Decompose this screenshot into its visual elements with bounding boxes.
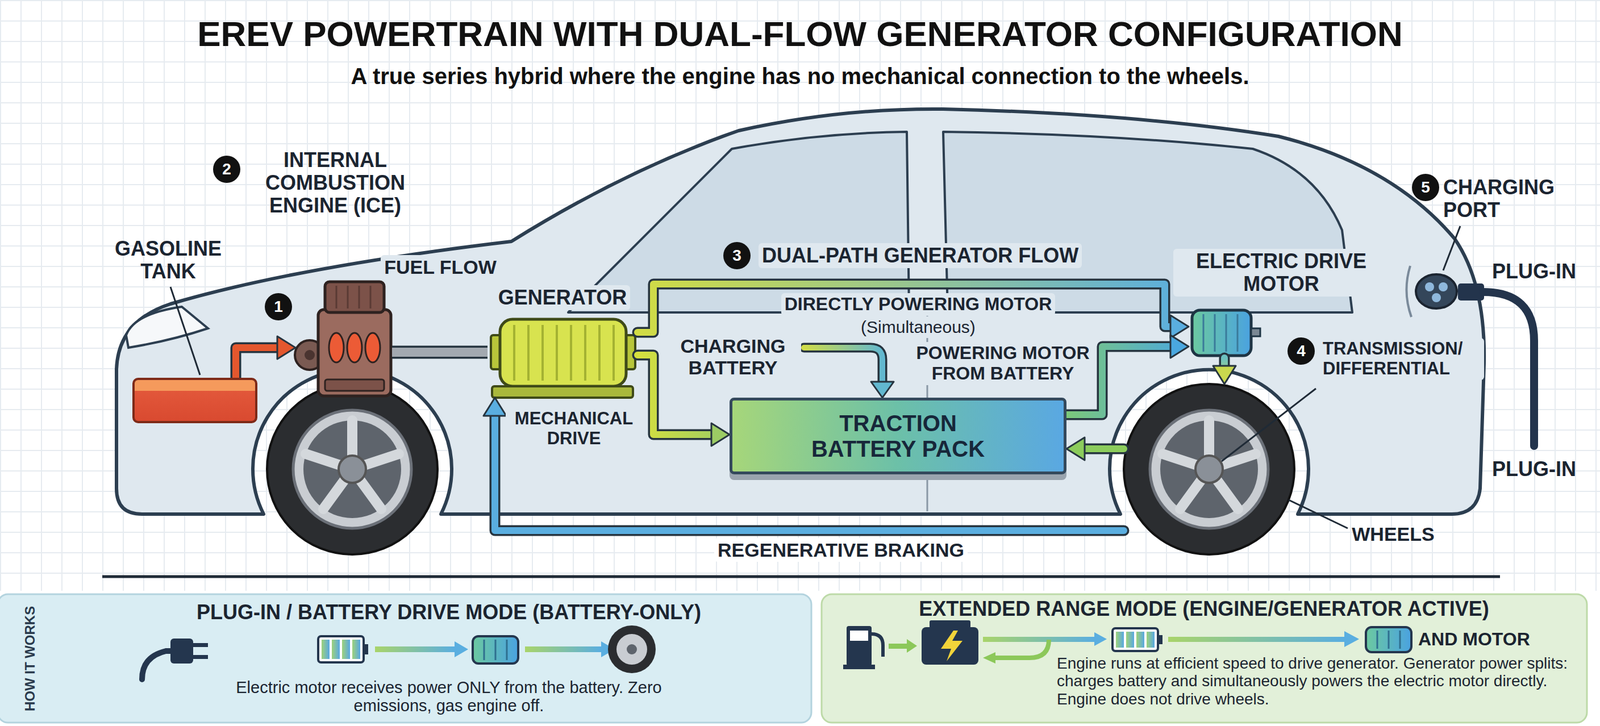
flow-connector bbox=[235, 336, 296, 378]
engine-drawing bbox=[294, 281, 391, 397]
panel-body: Engine runs at efficient speed to drive … bbox=[1056, 654, 1580, 708]
generator: GENERATOR bbox=[487, 315, 638, 398]
rear-wheel: WHEELS bbox=[1123, 384, 1295, 555]
arrow-head bbox=[1066, 437, 1085, 461]
node-label: CHARGING PORT bbox=[1443, 176, 1591, 223]
connector-line bbox=[392, 347, 488, 357]
part-label: (Simultaneous) bbox=[857, 316, 979, 339]
mode-panels bbox=[0, 594, 1587, 723]
panel-heading: PLUG-IN / BATTERY DRIVE MODE (BATTERY-ON… bbox=[196, 601, 702, 624]
panel-body: Electric motor receives power ONLY from … bbox=[221, 678, 677, 716]
part-label: TRANSMISSION/ DIFFERENTIAL bbox=[1319, 338, 1485, 380]
flow-connector bbox=[637, 284, 1189, 339]
part-label: DUAL-PATH GENERATOR FLOW bbox=[758, 243, 1082, 269]
arrow-head bbox=[711, 423, 730, 447]
flow-connector bbox=[392, 352, 488, 353]
part-label: MECHANICAL DRIVE bbox=[505, 407, 643, 450]
part-label: PLUG-IN bbox=[1492, 260, 1577, 283]
fuel-tank: GASOLINE TANK bbox=[132, 377, 258, 424]
node-label: GASOLINE TANK bbox=[102, 237, 234, 284]
callout-number: 3 bbox=[723, 242, 751, 270]
connector-outline bbox=[1080, 443, 1124, 455]
flow-connector bbox=[1213, 357, 1236, 385]
node-label: GENERATOR bbox=[494, 285, 631, 311]
panel-label: AND MOTOR bbox=[1418, 629, 1531, 650]
edge-label: DIRECTLY POWERING MOTOR bbox=[781, 293, 1056, 316]
generator-drawing bbox=[490, 319, 636, 398]
diagram-title: EREV POWERTRAIN WITH DUAL-FLOW GENERATOR… bbox=[197, 14, 1403, 54]
battery-pack: TRACTION BATTERY PACK bbox=[729, 397, 1067, 475]
callout-number: 4 bbox=[1287, 337, 1315, 365]
battery-mode-icons bbox=[142, 625, 656, 680]
edge-label: POWERING MOTOR FROM BATTERY bbox=[909, 342, 1097, 386]
node-label: TRACTION BATTERY PACK bbox=[796, 410, 1001, 462]
panel-heading: EXTENDED RANGE MODE (ENGINE/GENERATOR AC… bbox=[918, 597, 1489, 621]
arrow-head bbox=[1213, 365, 1236, 385]
arrow-head bbox=[277, 336, 296, 360]
edge-label: REGENERATIVE BRAKING bbox=[714, 538, 968, 562]
flow-connector bbox=[1066, 437, 1124, 461]
connector-line bbox=[235, 347, 282, 378]
motor-drawing bbox=[1192, 310, 1261, 356]
connector-outline bbox=[235, 347, 282, 378]
drive-motor: ELECTRIC DRIVE MOTOR bbox=[1188, 306, 1261, 358]
diagram-caption: A true series hybrid where the engine ha… bbox=[350, 63, 1249, 90]
combustion-engine: INTERNAL COMBUSTION ENGINE (ICE) bbox=[295, 278, 393, 398]
charging-port: CHARGING PORT bbox=[1414, 272, 1458, 311]
rear-wheel-drawing bbox=[1123, 384, 1295, 555]
arrow-head bbox=[483, 397, 507, 416]
arrow-head bbox=[1170, 315, 1189, 339]
charging-battery-arrow bbox=[803, 347, 894, 398]
node-label: ELECTRIC DRIVE MOTOR bbox=[1173, 248, 1390, 298]
connector-line bbox=[1080, 445, 1124, 453]
ground-line bbox=[102, 575, 1500, 579]
mode-panel: PLUG-IN / BATTERY DRIVE MODE (BATTERY-ON… bbox=[0, 594, 812, 723]
part-label: HOW IT WORKS bbox=[23, 605, 39, 711]
node-label: INTERNAL COMBUSTION ENGINE (ICE) bbox=[244, 148, 427, 218]
connector-outline bbox=[392, 346, 488, 360]
callout-number: 1 bbox=[264, 293, 293, 321]
part-label: CHARGING BATTERY bbox=[664, 334, 802, 380]
mode-panel: EXTENDED RANGE MODE (ENGINE/GENERATOR AC… bbox=[821, 594, 1587, 723]
arrow-head bbox=[1170, 335, 1189, 358]
part-label: FUEL FLOW bbox=[380, 255, 500, 279]
node-label: WHEELS bbox=[1351, 523, 1435, 545]
part-label: PLUG-IN bbox=[1492, 457, 1577, 481]
callout-number: 2 bbox=[213, 155, 241, 183]
callout-number: 5 bbox=[1411, 173, 1440, 202]
front-wheel bbox=[267, 384, 438, 555]
flow-connector bbox=[483, 397, 1124, 531]
leader-lines bbox=[170, 226, 1461, 529]
